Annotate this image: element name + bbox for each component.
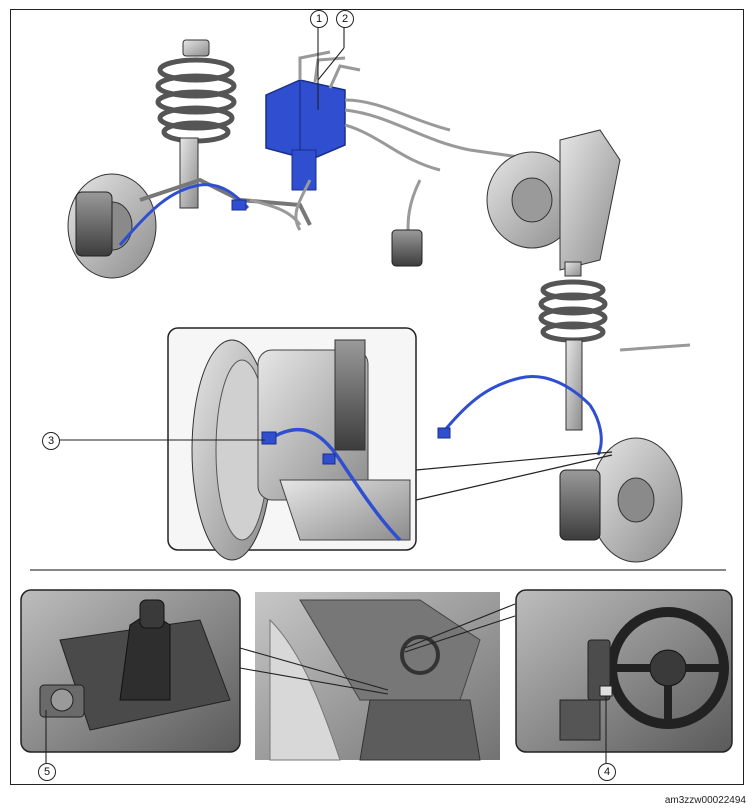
- bottom-callout-leaders: [45, 696, 607, 763]
- cabin-overview: [255, 592, 500, 761]
- center-console-inset: [20, 589, 241, 753]
- callout-3: 3: [42, 432, 60, 450]
- right-suspension-assembly: [437, 129, 691, 563]
- abs-hydraulic-unit: [265, 50, 541, 191]
- rear-caliper: [391, 229, 423, 267]
- wheel-speed-sensor-icon: [261, 431, 277, 445]
- callout-4: 4: [598, 763, 616, 781]
- wheel-speed-sensor-inset: [167, 327, 417, 561]
- callout-2: 2: [336, 10, 354, 28]
- callout-leaders: [58, 26, 345, 441]
- document-id: am3zzw00022494: [664, 795, 746, 806]
- left-suspension-assembly: [67, 39, 312, 279]
- dsc-off-switch-icon: [599, 685, 613, 697]
- callout-5: 5: [38, 763, 56, 781]
- dashboard-inset: [515, 589, 733, 753]
- cabin-leader-lines: [239, 603, 516, 695]
- inset-leader-lines: [415, 451, 613, 501]
- callout-1: 1: [310, 10, 328, 28]
